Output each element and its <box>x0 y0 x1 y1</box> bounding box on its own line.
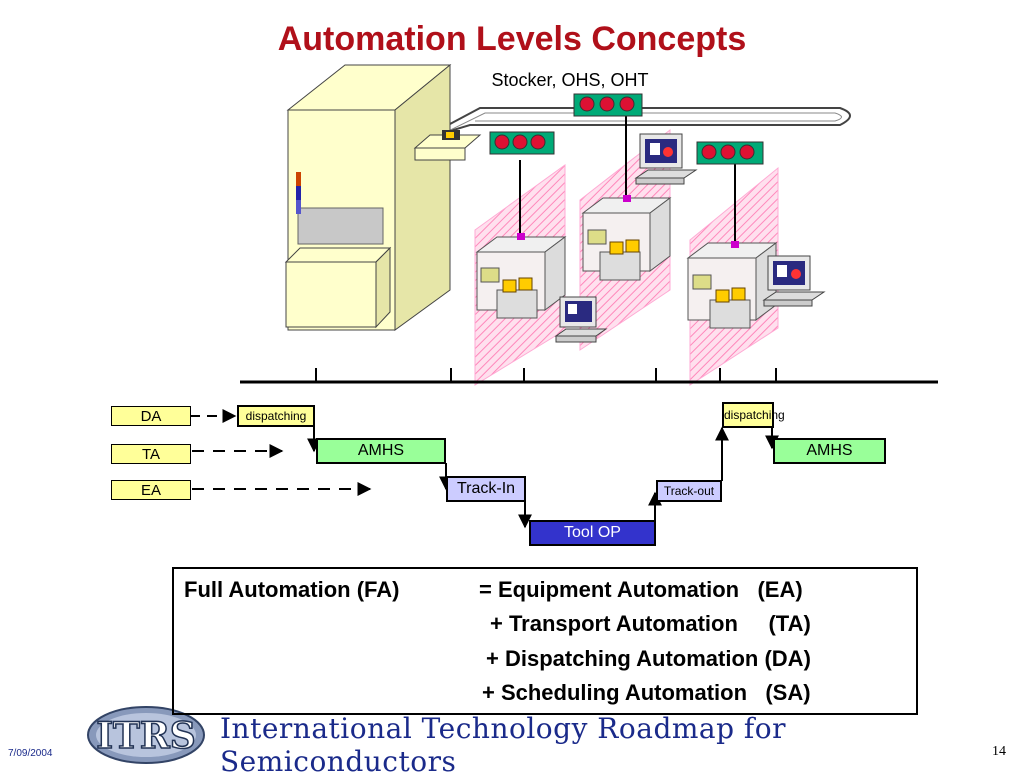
fa-line4: + Scheduling Automation (SA) <box>482 680 811 705</box>
subtitle: Stocker, OHS, OHT <box>491 70 649 90</box>
footer-org-name: International Technology Roadmap for Sem… <box>220 712 787 778</box>
workstation-computers <box>554 133 826 343</box>
overhead-rail <box>419 107 851 141</box>
level-ta: TA <box>111 444 191 464</box>
stage-amhs-2: AMHS <box>773 438 886 464</box>
page-number: 14 <box>992 744 1006 759</box>
stocker-machine <box>284 63 482 331</box>
footer-date: 7/09/2004 <box>8 748 53 759</box>
level-arrows <box>190 409 372 496</box>
stage-amhs-1: AMHS <box>316 438 446 464</box>
fa-line3: + Dispatching Automation (DA) <box>486 646 811 671</box>
svg-text:ITRS: ITRS <box>96 715 196 757</box>
itrs-logo: ITRS <box>87 706 205 764</box>
fa-line2: + Transport Automation (TA) <box>490 611 811 636</box>
signal-lights <box>489 93 764 165</box>
fa-line1-right: = Equipment Automation (EA) <box>479 577 803 602</box>
fa-line1-left: Full Automation (FA) <box>184 577 400 602</box>
stage-track-out: Track-out <box>656 480 722 502</box>
level-da: DA <box>111 406 191 426</box>
full-automation-box: Full Automation (FA) = Equipment Automat… <box>172 567 918 715</box>
stage-dispatching-1: dispatching <box>237 405 315 427</box>
slide-title: Automation Levels Concepts <box>277 20 747 58</box>
stage-dispatching-2: dispatching <box>722 402 785 428</box>
timeline-axis <box>240 368 938 384</box>
level-ea: EA <box>111 480 191 500</box>
stage-tool-op: Tool OP <box>529 520 656 546</box>
process-tools <box>475 115 778 329</box>
flow-connectors <box>307 418 779 529</box>
stage-track-in: Track-In <box>446 476 526 502</box>
